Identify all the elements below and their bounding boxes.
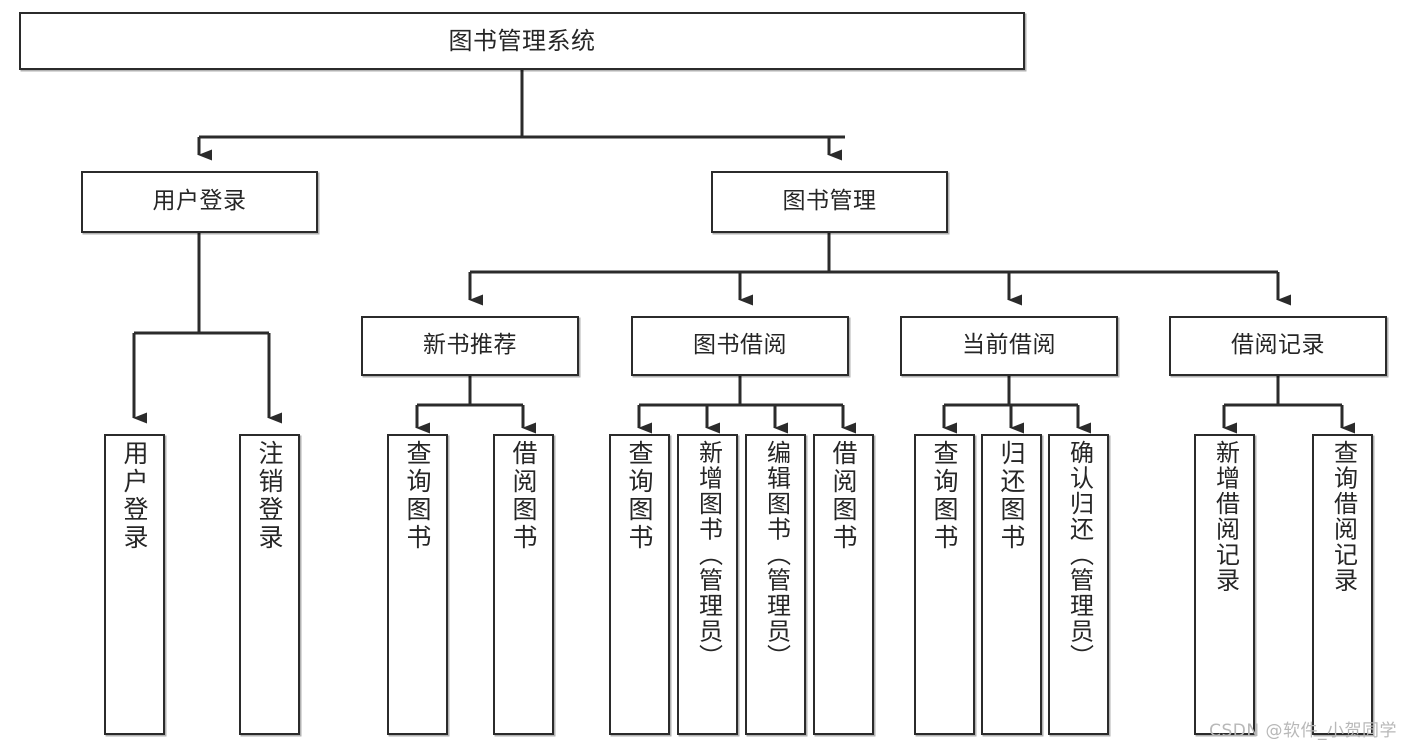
node-borrow-records[interactable]: 借阅记录 <box>1169 316 1387 376</box>
node-label: 图书管理系统 <box>448 26 596 55</box>
node-user-login[interactable]: 用户登录 <box>81 171 318 233</box>
leaf-records-add-record[interactable]: 新增借阅记录 <box>1194 434 1255 735</box>
node-current-borrow[interactable]: 当前借阅 <box>900 316 1118 376</box>
node-label: 借阅图书 <box>509 440 538 552</box>
node-label: 确认归还（管理员） <box>1065 440 1094 670</box>
node-label: 归还图书 <box>997 440 1026 552</box>
node-label: 用户登录 <box>120 440 149 552</box>
leaf-borrow-borrow-book[interactable]: 借阅图书 <box>813 434 874 735</box>
leaf-current-query-book[interactable]: 查询图书 <box>914 434 975 735</box>
node-label: 查询借阅记录 <box>1329 440 1358 593</box>
leaf-records-query-record[interactable]: 查询借阅记录 <box>1312 434 1373 735</box>
node-label: 借阅图书 <box>829 440 858 552</box>
leaf-borrow-edit-book[interactable]: 编辑图书（管理员） <box>745 434 806 735</box>
leaf-borrow-query-book[interactable]: 查询图书 <box>609 434 670 735</box>
leaf-user-login-login[interactable]: 用户登录 <box>104 434 165 735</box>
node-label: 用户登录 <box>152 188 247 215</box>
node-label: 查询图书 <box>625 440 654 552</box>
node-label: 新书推荐 <box>423 332 517 359</box>
node-label: 新增图书（管理员） <box>694 440 723 670</box>
leaf-user-login-logout[interactable]: 注销登录 <box>239 434 300 735</box>
leaf-borrow-add-book[interactable]: 新增图书（管理员） <box>677 434 738 735</box>
node-label: 新增借阅记录 <box>1211 440 1240 593</box>
leaf-new-book-query[interactable]: 查询图书 <box>387 434 448 735</box>
watermark-text: CSDN @软件_小贺同学 <box>1209 721 1397 741</box>
node-new-book-recommend[interactable]: 新书推荐 <box>361 316 579 376</box>
node-book-borrow[interactable]: 图书借阅 <box>631 316 849 376</box>
node-label: 图书借阅 <box>693 332 787 359</box>
node-label: 查询图书 <box>403 440 432 552</box>
node-label: 当前借阅 <box>962 332 1056 359</box>
node-root-system[interactable]: 图书管理系统 <box>19 12 1025 70</box>
node-label: 编辑图书（管理员） <box>762 440 791 670</box>
leaf-new-book-borrow[interactable]: 借阅图书 <box>493 434 554 735</box>
node-label: 查询图书 <box>930 440 959 552</box>
node-book-management[interactable]: 图书管理 <box>711 171 948 233</box>
node-label: 注销登录 <box>255 440 284 552</box>
node-label: 借阅记录 <box>1231 332 1325 359</box>
leaf-current-confirm-return[interactable]: 确认归还（管理员） <box>1048 434 1109 735</box>
leaf-current-return-book[interactable]: 归还图书 <box>981 434 1042 735</box>
node-label: 图书管理 <box>782 188 877 215</box>
